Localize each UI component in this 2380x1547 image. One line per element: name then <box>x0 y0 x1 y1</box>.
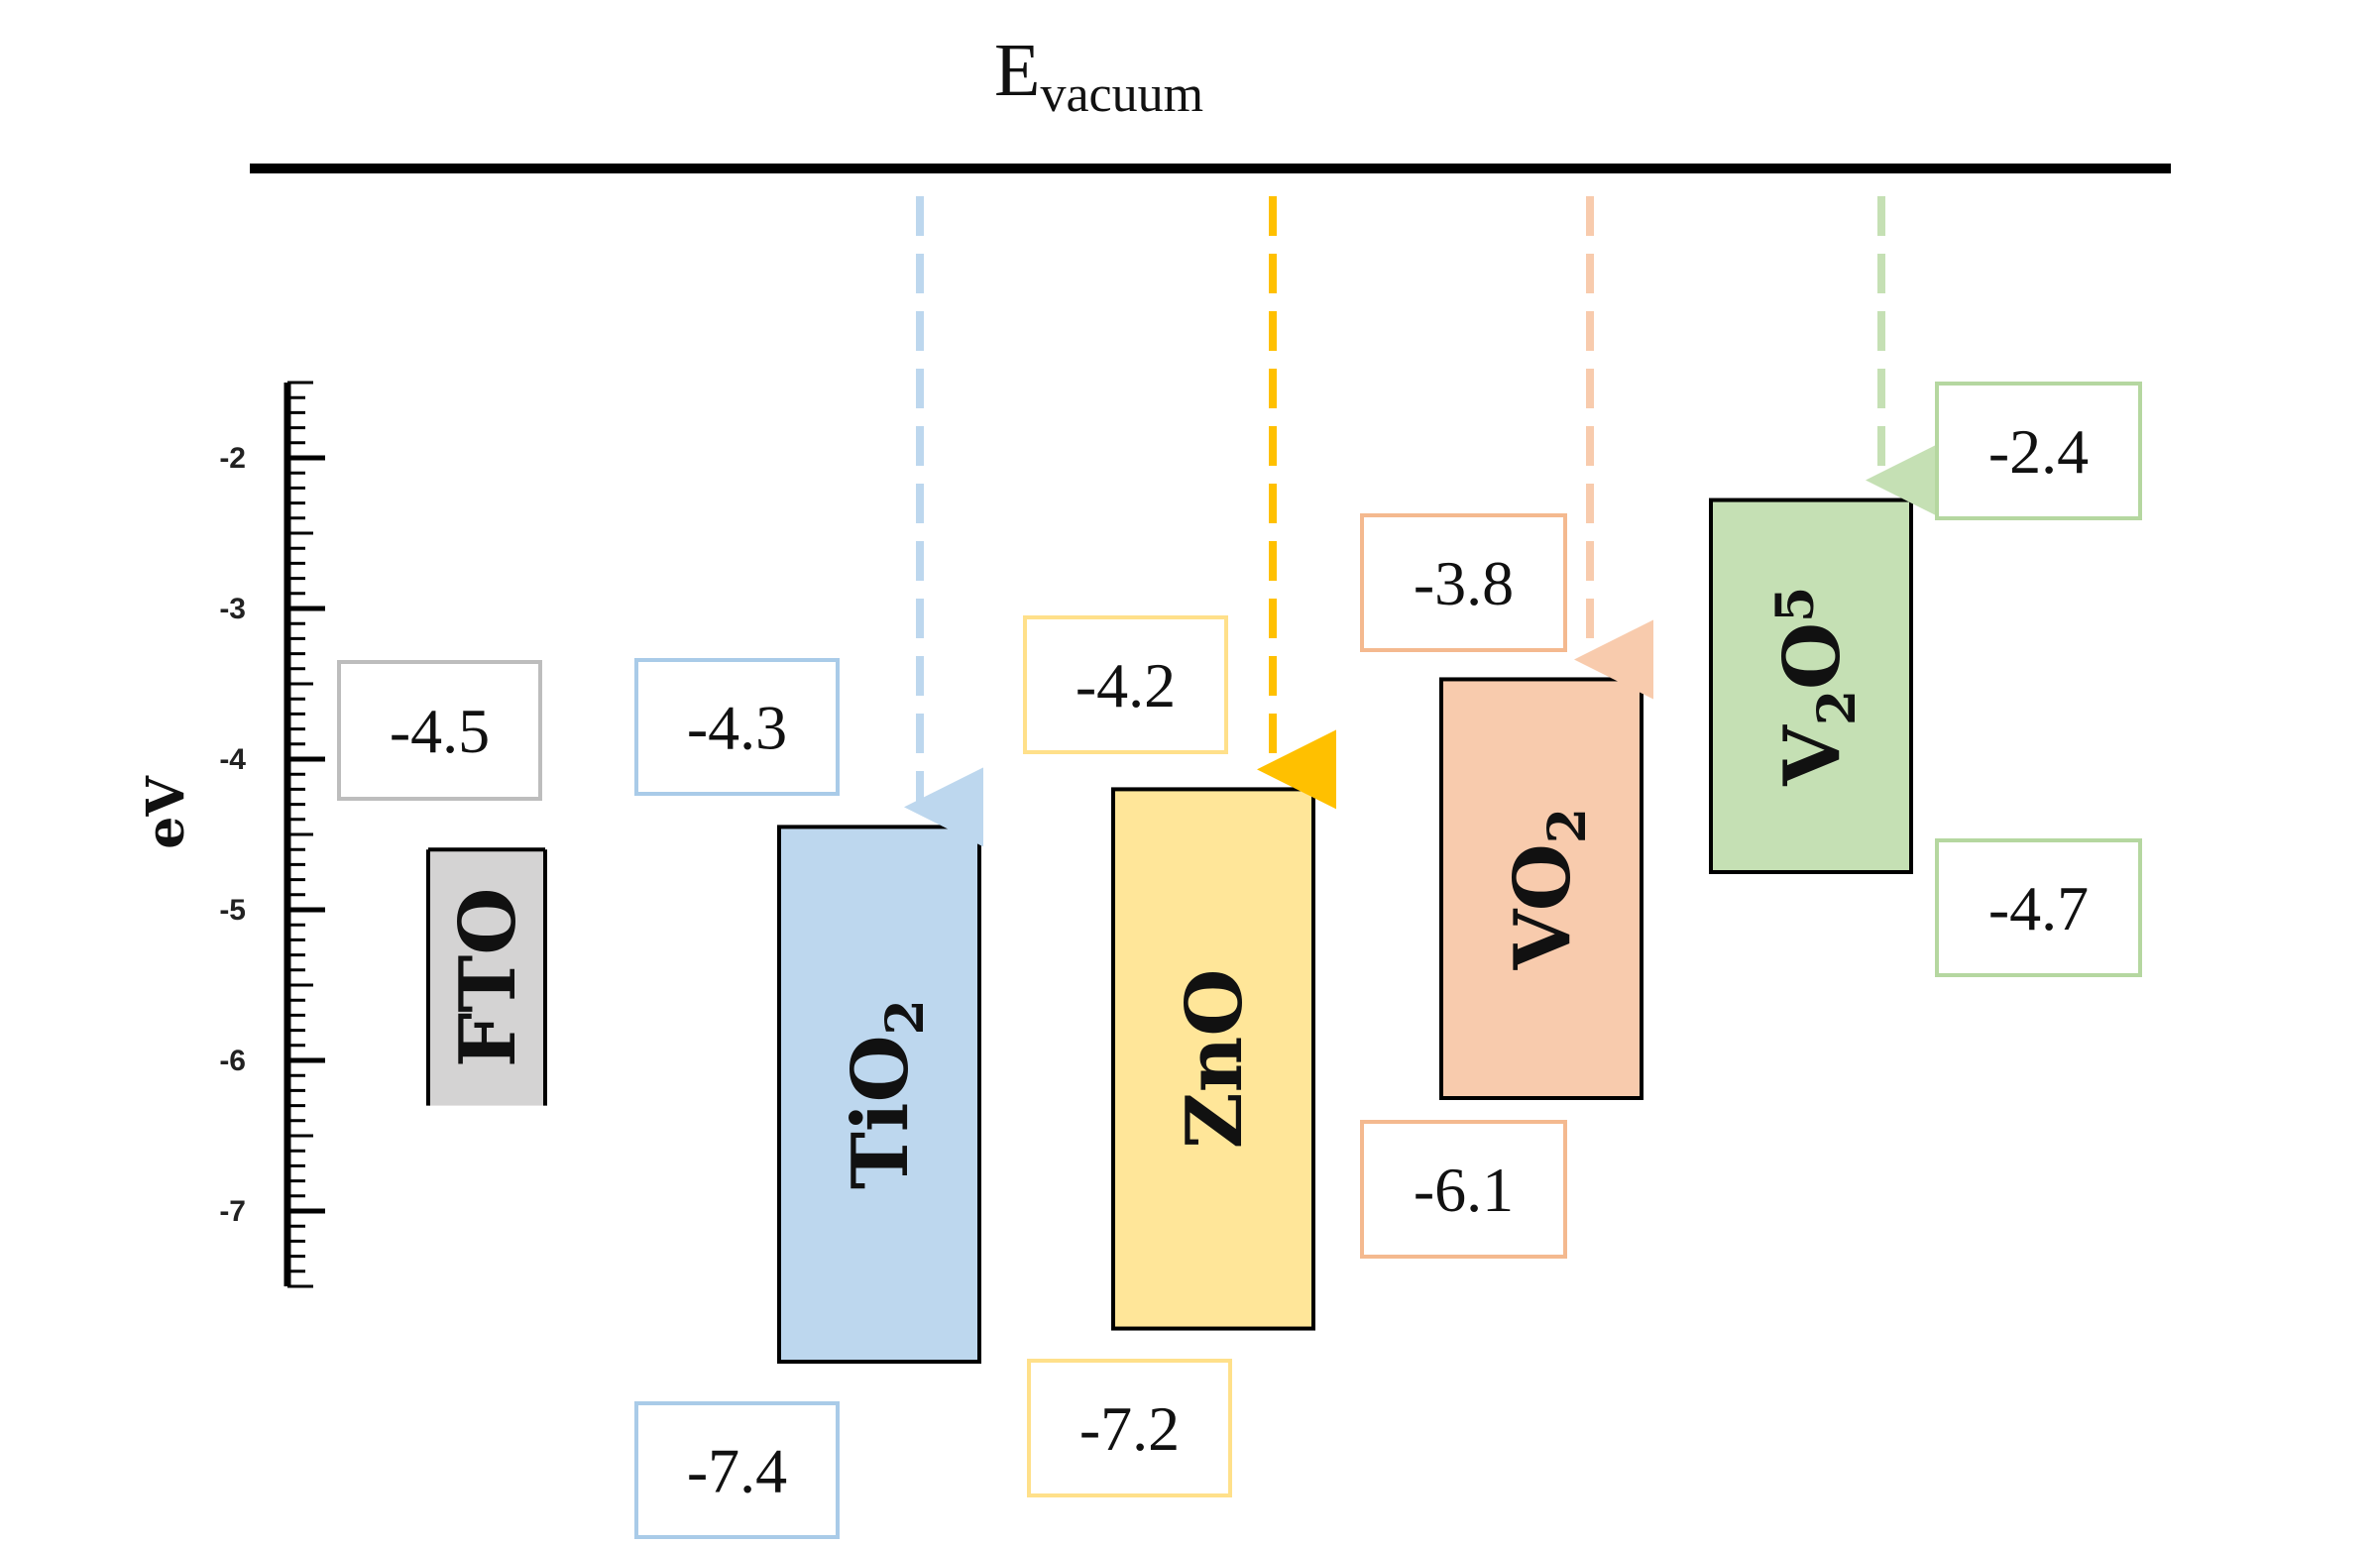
axis-title: eV <box>136 775 196 849</box>
tick-label: -2 <box>219 442 246 475</box>
tick-label: -7 <box>219 1195 246 1228</box>
energy-axis: eV -2 -3 -4 -5 -6 -7 <box>136 381 325 1288</box>
value-label: -4.5 <box>390 696 490 766</box>
value-label: -4.7 <box>1988 873 2089 943</box>
vacuum-level: Evacuum <box>250 29 2171 173</box>
value-label-box <box>1935 382 2142 520</box>
value-label-box <box>1027 1359 1232 1497</box>
material-name: ZnO <box>1170 969 1260 1150</box>
material-fto: FTO -4.5 <box>337 660 547 1106</box>
value-label-box <box>1360 1120 1567 1259</box>
material-v2o5: V2O5 -2.4 -4.7 <box>1709 196 2142 977</box>
tick-label: -5 <box>219 894 246 927</box>
material-vo2: VO2 -3.8 -6.1 <box>1360 196 1653 1259</box>
value-label-box <box>337 660 542 801</box>
material-name: TiO2 <box>836 999 936 1189</box>
tick-label: -6 <box>219 1045 246 1077</box>
value-label: -7.2 <box>1079 1393 1180 1464</box>
value-label: -3.8 <box>1414 548 1514 618</box>
material-tio2: TiO2 -4.3 -7.4 <box>634 196 983 1539</box>
value-label-box <box>634 658 840 796</box>
material-zno: ZnO -4.2 -7.2 <box>1023 196 1336 1497</box>
band-box <box>428 849 545 1106</box>
band-box <box>1709 497 1913 874</box>
material-name: V2O5 <box>1765 587 1868 787</box>
material-name: VO2 <box>1498 808 1598 970</box>
band-box <box>1111 787 1315 1331</box>
band-box <box>1439 677 1643 1100</box>
band-box <box>777 825 981 1364</box>
value-label-box <box>1935 838 2142 977</box>
value-label-box <box>1360 513 1567 652</box>
vacuum-label: Evacuum <box>994 29 1203 123</box>
value-label-box <box>634 1401 840 1539</box>
value-label: -4.3 <box>687 693 787 763</box>
value-label: -2.4 <box>1988 416 2089 487</box>
material-name: FTO <box>443 888 533 1067</box>
tick-label: -4 <box>219 743 246 776</box>
value-label: -7.4 <box>687 1436 787 1506</box>
value-label: -6.1 <box>1414 1155 1514 1225</box>
tick-label: -3 <box>219 593 246 625</box>
value-label: -4.2 <box>1076 650 1176 720</box>
value-label-box <box>1023 615 1228 754</box>
